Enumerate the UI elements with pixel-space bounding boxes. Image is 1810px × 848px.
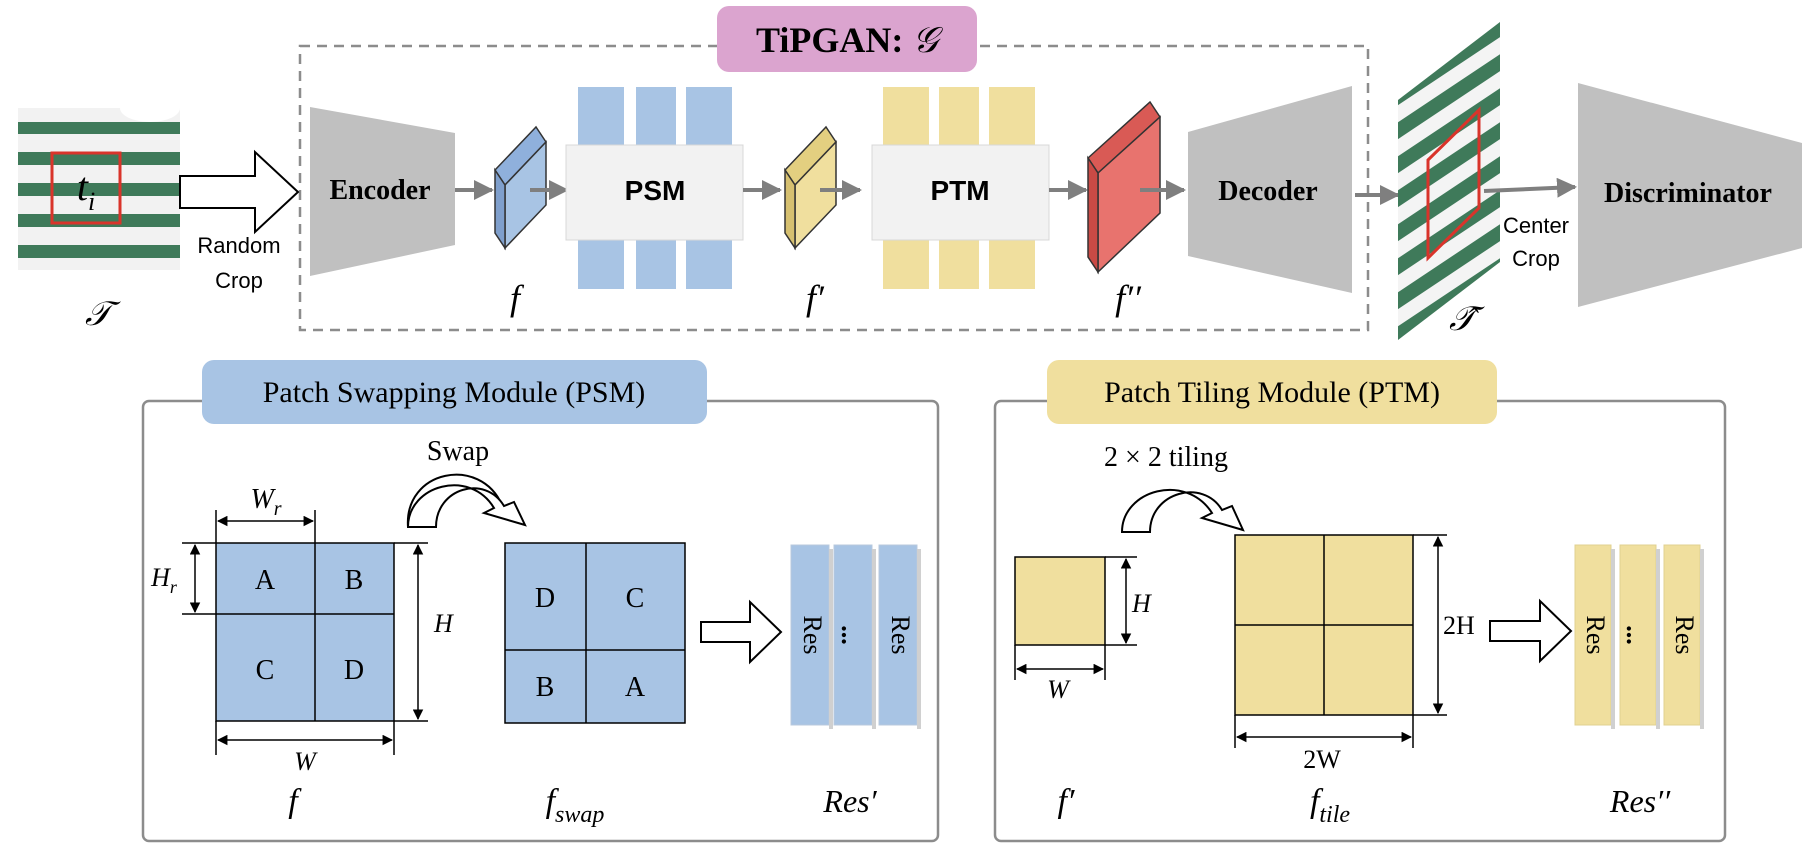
psm-wr-label: Wr — [250, 484, 281, 520]
tiling-label: 2 × 2 tiling — [1104, 442, 1228, 473]
ptm-panel-title-badge — [1047, 360, 1497, 424]
psm-grid-fswap — [504, 542, 686, 724]
feature-f-block — [494, 125, 547, 251]
psm-hr-label: Hr — [150, 563, 178, 597]
ptm-label: PTM — [930, 175, 989, 206]
decoder-block — [1188, 86, 1352, 293]
encoder-block — [310, 107, 455, 276]
ptm-2w-label: 2W — [1303, 745, 1341, 774]
ptm-res-arrow — [1489, 598, 1573, 664]
ptm-2h-label: 2H — [1443, 611, 1475, 640]
random-crop-arrow — [179, 149, 300, 235]
arrow-output-to-discriminator — [1483, 177, 1577, 198]
generator-title: TiPGAN: 𝒢 — [756, 20, 943, 60]
ptm-w-label: W — [1047, 675, 1071, 704]
feature-fdprime-label: f′′ — [1115, 278, 1142, 318]
feature-fdprime-block — [1087, 100, 1161, 275]
psm-label: PSM — [625, 175, 686, 206]
ptm-res-blocks — [1574, 544, 1704, 729]
discriminator-label: Discriminator — [1604, 178, 1772, 209]
psm-res-label-2: Res — [886, 616, 915, 655]
ptm-res-caption: Res′′ — [1609, 783, 1671, 819]
ptm-ftile-caption: ftile — [1310, 783, 1350, 828]
feature-fprime-block — [784, 125, 837, 251]
psm-res-dots: ... — [836, 625, 865, 645]
feature-fprime-label: f′ — [806, 278, 825, 318]
ptm-h-label: H — [1131, 589, 1152, 618]
encoder-label: Encoder — [329, 175, 430, 206]
feature-f-label: f — [510, 278, 525, 318]
patch-label: ti — [77, 164, 95, 216]
psm-h-label: H — [433, 609, 454, 638]
psm-res-caption: Res′ — [822, 783, 877, 819]
tiling-curve-arrow — [1120, 488, 1245, 533]
generator-title-badge — [717, 6, 977, 72]
decoder-label: Decoder — [1218, 176, 1318, 207]
psm-f-caption: f — [288, 783, 302, 820]
ptm-res-dots: ... — [1621, 625, 1650, 645]
ptm-fprime-caption: f′ — [1058, 783, 1075, 820]
psm-cell-a: A — [255, 565, 276, 596]
psm-res-arrow — [700, 599, 783, 665]
psm-grid-f — [215, 542, 395, 722]
psm-fswap-caption: fswap — [546, 783, 605, 828]
ptm-panel-title: Patch Tiling Module (PTM) — [1104, 376, 1440, 409]
discriminator-block — [1578, 83, 1802, 307]
psm-block[interactable] — [565, 144, 744, 241]
input-texture-label: 𝒯 — [85, 296, 121, 333]
swap-label: Swap — [427, 436, 489, 467]
psm-w-label: W — [294, 747, 318, 776]
psm-res-blocks — [790, 544, 921, 729]
psm-cell-b: B — [345, 565, 364, 596]
fswap-cell-b: B — [536, 672, 555, 703]
psm-panel-title: Patch Swapping Module (PSM) — [263, 376, 646, 409]
ptm-res-label-2: Res — [1670, 616, 1699, 655]
psm-panel-title-badge — [202, 360, 707, 424]
center-crop-box — [1426, 106, 1481, 262]
ptm-block[interactable] — [871, 144, 1050, 241]
psm-cell-d: D — [344, 655, 364, 686]
psm-cell-c: C — [256, 655, 275, 686]
fswap-cell-a: A — [625, 672, 646, 703]
fswap-cell-d: D — [535, 583, 555, 614]
random-crop-label-2: Crop — [215, 268, 263, 293]
center-crop-label-1: Center — [1503, 213, 1569, 238]
center-crop-label-2: Crop — [1512, 246, 1560, 271]
psm-res-label-1: Res — [798, 616, 827, 655]
fswap-cell-c: C — [626, 583, 645, 614]
random-crop-label-1: Random — [197, 233, 280, 258]
output-texture-label: 𝒯̂ — [1449, 301, 1485, 338]
ptm-square-fprime — [1014, 556, 1106, 646]
ptm-res-label-1: Res — [1581, 616, 1610, 655]
input-texture — [18, 108, 180, 270]
random-crop-box — [50, 151, 122, 225]
